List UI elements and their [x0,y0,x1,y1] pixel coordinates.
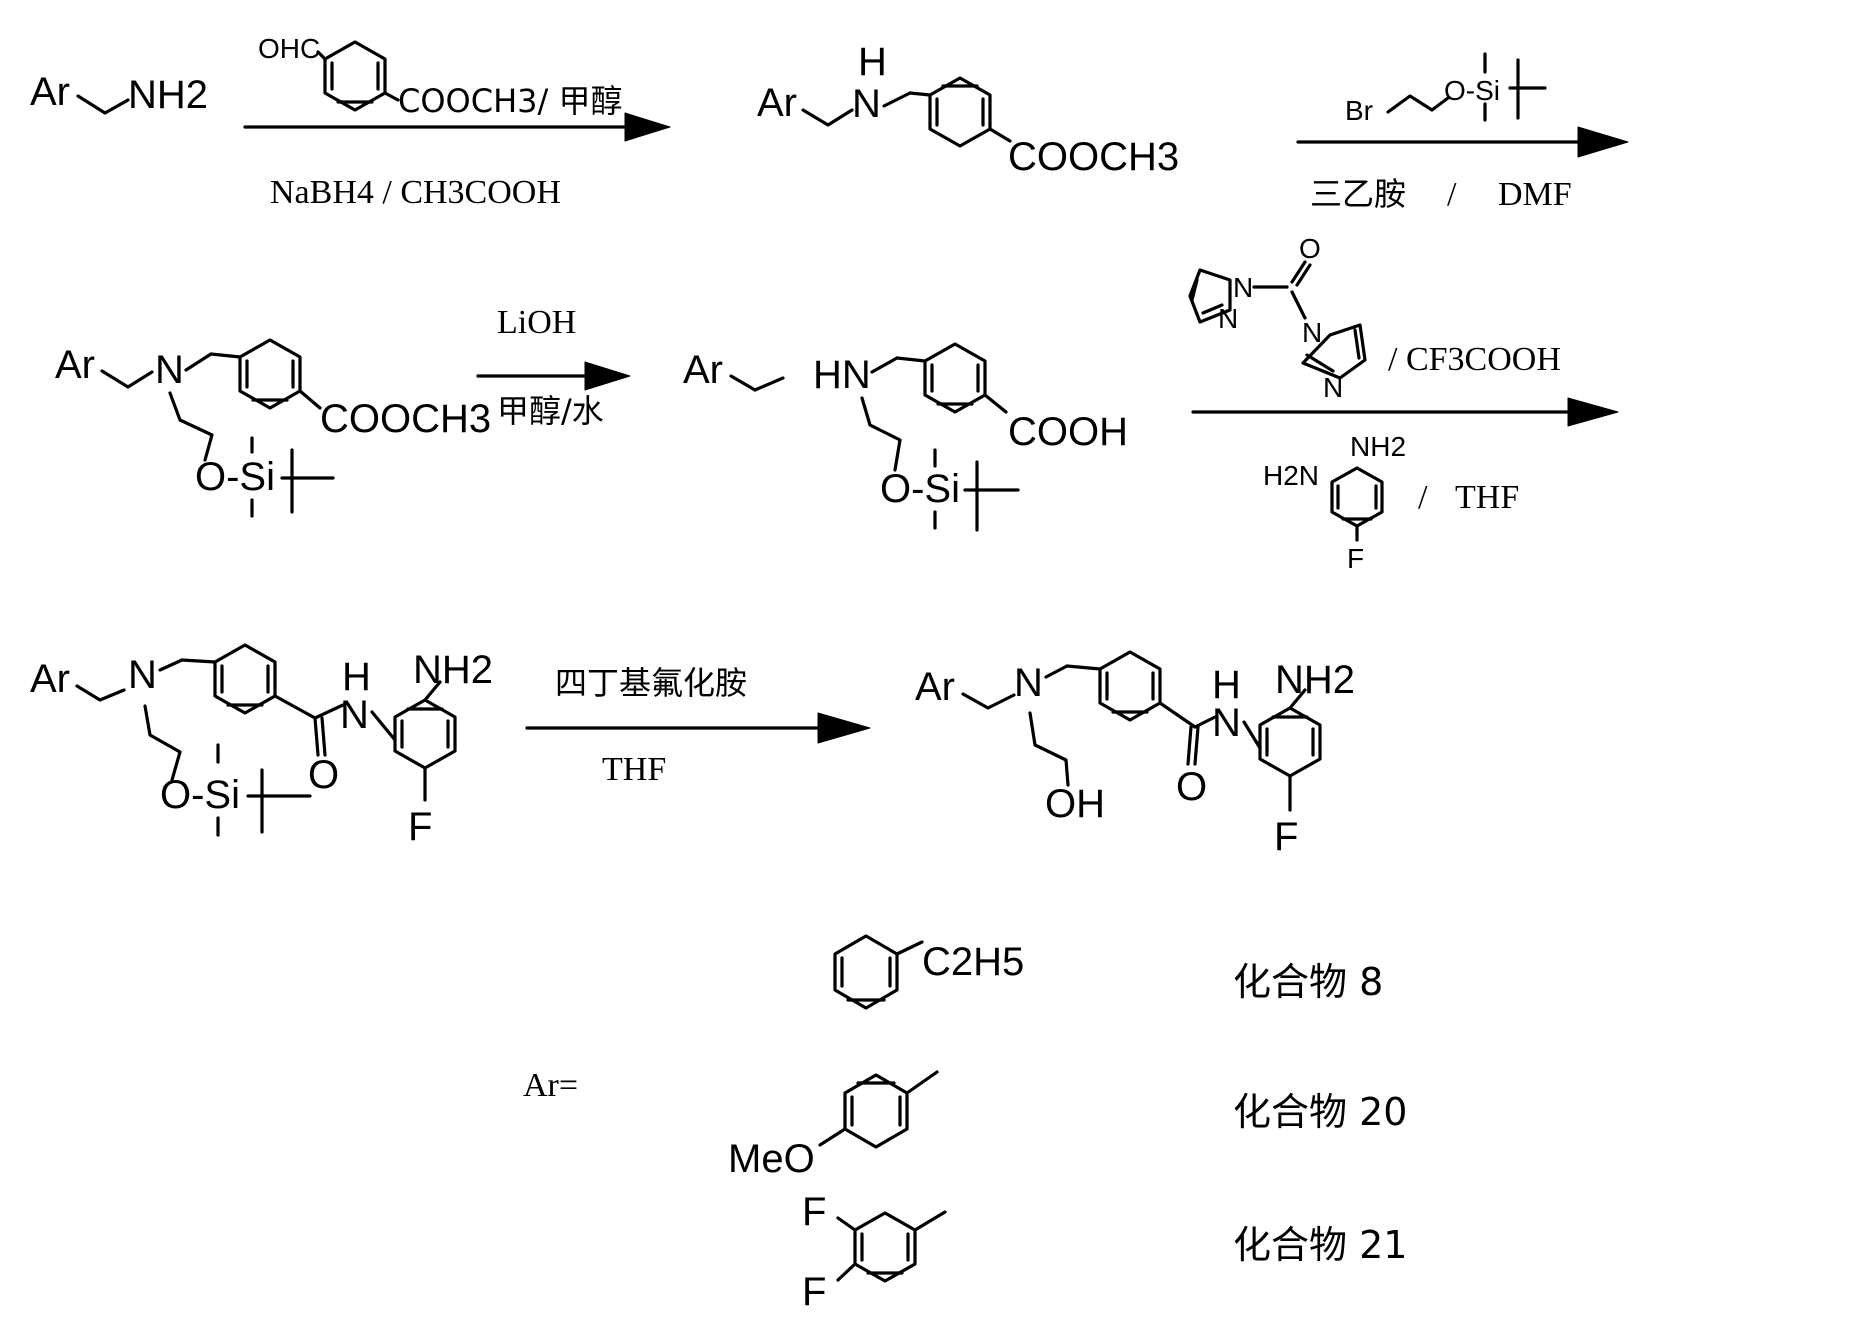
nh2-label: NH2 [1350,431,1406,462]
reaction-arrow-4 [1193,398,1618,426]
o-si-label: O-Si [1444,75,1500,106]
tbs-protected-ester: Ar N COOCH3 O-Si [55,340,491,516]
f-label: F [408,805,432,849]
f-label: F [802,1270,826,1314]
ar-difluorophenyl: F F [802,1190,945,1314]
pyrazole-n1-label: N [1218,303,1238,334]
c2h5-label: C2H5 [922,940,1024,984]
carbonyl-o-label: O [1176,765,1207,809]
h2n-label: H2N [1263,460,1319,491]
reaction4-acid: / CF3COOH [1388,341,1561,378]
reaction1-bottom-condition: NaBH4 / CH3COOH [270,174,561,211]
reaction5-bottom-condition: THF [602,751,666,788]
ar-label: Ar [915,665,955,709]
ar-label: Ar [757,81,797,125]
f-label: F [1274,815,1298,859]
f-label: F [1347,543,1364,574]
reaction3-top-condition: LiOH [497,304,576,341]
starting-amine: Ar NH2 [30,70,208,117]
cooh-label: COOH [1008,410,1128,454]
cooch3-label: COOCH3 [1008,135,1179,179]
nh2-label: NH2 [413,648,493,692]
o-si-label: O-Si [195,455,275,499]
meo-label: MeO [728,1137,815,1181]
n-label: N [128,653,157,697]
h-label: H [858,40,887,84]
reaction4-solvent: THF [1455,479,1519,516]
ar-definition-label: Ar= [523,1067,578,1104]
slash: / [1418,479,1428,516]
fluoro-diamine-reagent: H2N NH2 F [1263,431,1406,574]
hn-label: HN [813,353,871,397]
compound-21-label: 化合物 21 [1233,1223,1407,1267]
nh2-label: NH2 [128,73,208,117]
bromo-silyl-reagent: Br O-Si [1345,54,1545,126]
aldehyde-reagent: OHC [258,33,398,110]
ar-label: Ar [683,348,723,392]
tbs-protected-acid: Ar HN COOH O-Si [683,344,1128,530]
reaction-arrow-5 [527,713,870,743]
ar-label: Ar [30,657,70,701]
nh2-label: NH2 [1275,658,1355,702]
imidazole-n2-label: N [1323,372,1343,403]
oh-label: OH [1045,782,1105,826]
o-si-label: O-Si [880,467,960,511]
coupling-reagent: N N O N N [1190,233,1365,403]
tbs-protected-benzamide: Ar N O H N NH2 F O-Si [30,645,493,849]
ar-ethylphenyl: C2H5 [835,936,1024,1008]
n-label: N [1014,661,1043,705]
reaction-arrow-3 [478,362,630,390]
ar-label: Ar [30,70,70,114]
o-si-label: O-Si [160,773,240,817]
ar-label: Ar [55,343,95,387]
n-label: N [852,82,881,126]
ohc-label: OHC [258,33,320,64]
cooch3-label: COOCH3 [320,397,491,441]
final-hydroxyethyl-benzamide: Ar N O H N NH2 F OH [915,652,1355,859]
reaction5-top-condition: 四丁基氟化胺 [555,664,747,702]
compound-8-label: 化合物 8 [1233,960,1383,1004]
reaction2-base: 三乙胺 [1310,175,1406,213]
pyrazole-n2-label: N [1233,272,1253,303]
f-label: F [802,1190,826,1234]
reaction2-solvent: DMF [1498,176,1572,213]
compound-20-label: 化合物 20 [1233,1090,1407,1134]
imidazole-n1-label: N [1302,317,1322,348]
n-label: N [155,348,184,392]
n-label: N [1212,701,1241,745]
carbonyl-o-label: O [1299,233,1321,264]
n-label: N [340,693,369,737]
reaction3-bottom-condition: 甲醇/水 [497,392,604,430]
reaction1-top-condition: COOCH3/ 甲醇 [398,82,622,120]
slash: / [1447,176,1457,213]
reaction-arrow-2 [1298,127,1628,157]
br-label: Br [1345,95,1373,126]
secondary-amine-ester: Ar N H COOCH3 [757,40,1179,179]
ar-methoxyphenyl: MeO [728,1072,937,1181]
carbonyl-o-label: O [308,753,339,797]
